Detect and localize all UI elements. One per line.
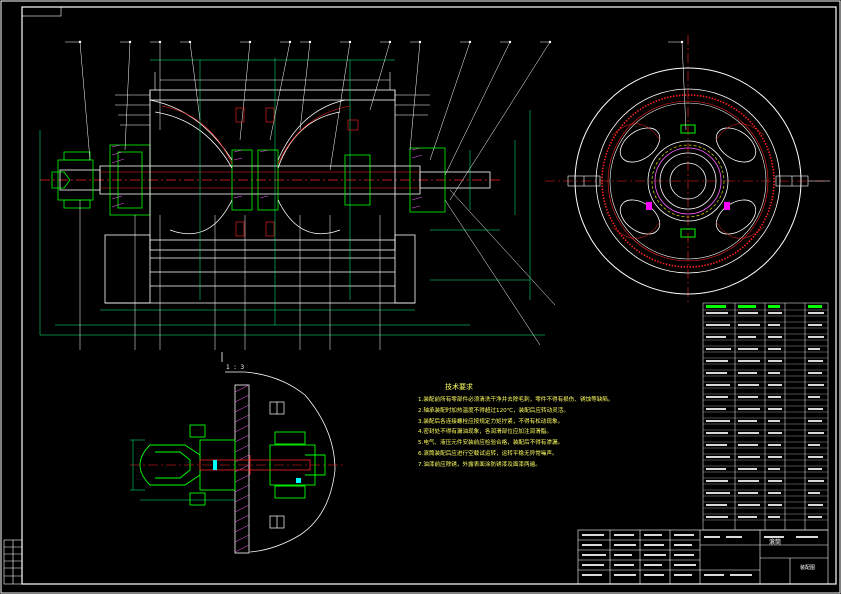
detail-plate bbox=[234, 384, 250, 554]
requirement-item: 1.装配前所有零部件必须清洗干净并去除毛刺，零件不得有损伤、锈蚀等缺陷。 bbox=[418, 397, 614, 403]
bolt-circle bbox=[601, 94, 775, 268]
parts-list-entries bbox=[706, 312, 824, 518]
bolts bbox=[235, 107, 359, 237]
hub-outer bbox=[647, 140, 729, 222]
rim-bolts bbox=[567, 175, 809, 187]
technical-requirements-title: 技术要求 bbox=[445, 383, 473, 391]
leader-lines bbox=[65, 41, 556, 350]
detail-break-line bbox=[244, 371, 336, 553]
detail-scale-label: 1 : 3 bbox=[226, 364, 245, 371]
key-top bbox=[680, 124, 696, 134]
drum-ribs bbox=[115, 72, 430, 126]
title-block bbox=[577, 529, 829, 585]
requirement-item: 3.装配后各连接螺栓应按规定力矩拧紧，不得有松动现象。 bbox=[418, 418, 564, 425]
requirement-item: 7.油漆前应除锈，外露表面涂防锈漆及面漆两遍。 bbox=[418, 461, 541, 468]
detail-rod bbox=[199, 455, 311, 475]
inner-frame bbox=[21, 6, 837, 585]
hole-pitch-arcs bbox=[611, 123, 765, 239]
detail-dimensions bbox=[130, 439, 235, 501]
bearing-housings bbox=[109, 144, 446, 216]
requirement-item: 6.滚筒装配后应进行空载试运转，运转平稳无异常噪声。 bbox=[418, 450, 558, 457]
drum-shell bbox=[104, 89, 416, 304]
part-balloons bbox=[78, 40, 552, 44]
technical-requirements-list: 1.装配前所有零部件必须清洗干净并去除毛刺，零件不得有损伤、锈蚀等缺陷。 2.轴… bbox=[418, 395, 708, 471]
marker-left bbox=[646, 202, 652, 210]
detail-view bbox=[130, 352, 345, 554]
title-block-drawing-name: 滚筒 bbox=[769, 539, 782, 546]
drum-web bbox=[149, 99, 346, 235]
detail-fasteners bbox=[213, 460, 301, 483]
requirement-item: 2.轴承装配时加热温度不得超过120℃，装配后应转动灵活。 bbox=[418, 407, 569, 414]
requirement-item: 5.电气、液压元件安装前应检验合格，装配后不得有渗漏。 bbox=[418, 440, 564, 447]
detail-fitting bbox=[139, 424, 326, 506]
dimension-lines bbox=[39, 58, 545, 336]
shaft bbox=[59, 165, 491, 195]
title-block-entries bbox=[582, 534, 818, 576]
end-view bbox=[545, 35, 830, 305]
detail-plate-hatch bbox=[234, 384, 250, 553]
parts-list bbox=[702, 302, 829, 531]
requirement-item: 4.密封处不得有漏油现象，各润滑部位应加注润滑脂。 bbox=[418, 429, 552, 436]
shaft-end-cap bbox=[51, 151, 94, 209]
marker-right bbox=[724, 202, 730, 210]
parts-list-rows bbox=[703, 309, 828, 521]
drawing-number-box bbox=[21, 6, 62, 17]
hatching bbox=[111, 144, 423, 209]
outer-rim bbox=[574, 67, 802, 295]
revision-block bbox=[3, 539, 23, 585]
detail-bolts bbox=[269, 401, 285, 529]
drum-web-red bbox=[161, 105, 351, 165]
main-section-view bbox=[39, 40, 556, 350]
hub-bore bbox=[669, 162, 707, 200]
title-block-company: 装配图 bbox=[800, 565, 816, 571]
key-bottom bbox=[680, 228, 696, 238]
parts-list-header bbox=[706, 305, 822, 308]
